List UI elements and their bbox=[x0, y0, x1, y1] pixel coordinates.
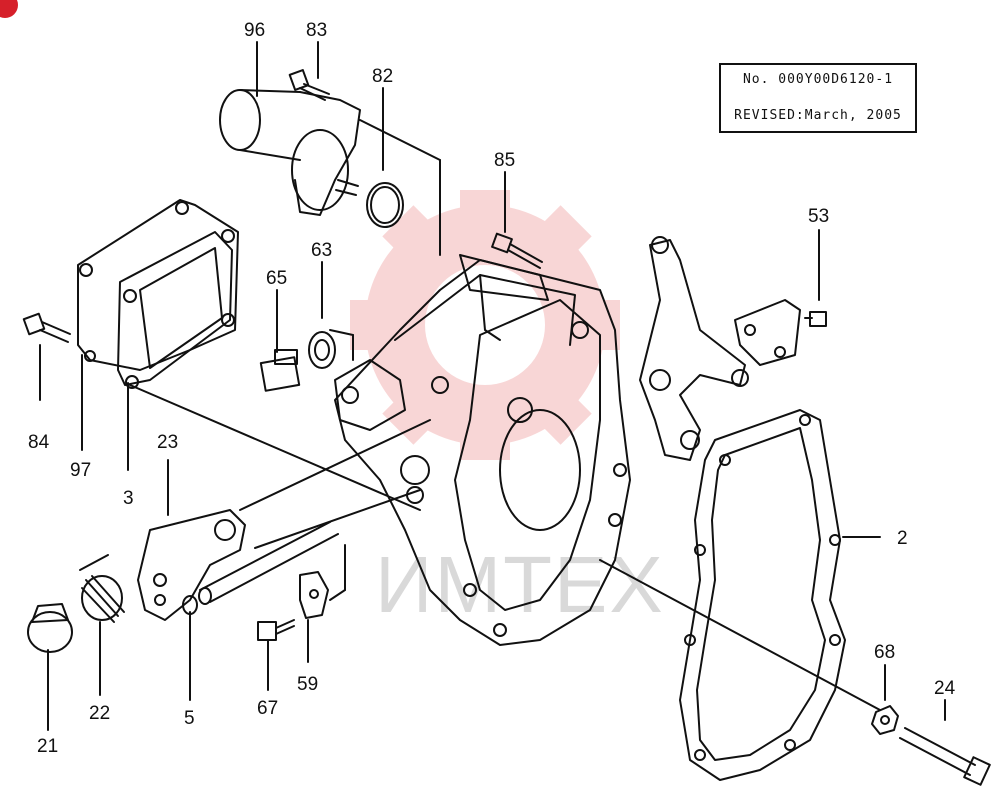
lever-assembly bbox=[639, 236, 801, 461]
gasket-2 bbox=[679, 409, 846, 781]
nut-68 bbox=[871, 705, 899, 735]
corner-badge bbox=[0, 0, 18, 18]
washer-63 bbox=[308, 331, 336, 369]
callout-24: 24 bbox=[934, 678, 956, 699]
callout-23: 23 bbox=[157, 432, 178, 453]
watermark-text: ИМТЕХ bbox=[375, 540, 665, 629]
bolt-85 bbox=[491, 232, 543, 269]
callout-82: 82 bbox=[372, 66, 393, 87]
callout-63: 63 bbox=[311, 240, 332, 261]
plug-65 bbox=[259, 349, 301, 392]
callout-22: 22 bbox=[89, 703, 110, 724]
callout-5: 5 bbox=[184, 708, 195, 729]
callout-67: 67 bbox=[257, 698, 278, 719]
callout-83: 83 bbox=[306, 20, 327, 41]
document-number: No. 000Y00D6120-1 bbox=[742, 72, 894, 87]
bolt-83 bbox=[288, 69, 330, 101]
gear-housing bbox=[334, 254, 631, 646]
callout-97: 97 bbox=[70, 460, 91, 481]
shaft bbox=[198, 521, 339, 605]
bolt-53 bbox=[804, 311, 827, 327]
governor-lever-23 bbox=[137, 509, 246, 621]
callout-59: 59 bbox=[297, 674, 318, 695]
callout-68: 68 bbox=[874, 642, 895, 663]
plate-59 bbox=[299, 571, 329, 619]
bolt-24 bbox=[899, 727, 991, 786]
document-info-box: No. 000Y00D6120-1 REVISED:March, 2005 bbox=[719, 63, 917, 133]
plug-21 bbox=[27, 603, 73, 653]
callout-53: 53 bbox=[808, 206, 829, 227]
o-ring-82 bbox=[366, 182, 404, 228]
solenoid-part bbox=[219, 89, 361, 216]
callout-96: 96 bbox=[244, 20, 265, 41]
callout-21: 21 bbox=[37, 736, 58, 757]
revision-date: REVISED:March, 2005 bbox=[734, 108, 902, 123]
bolt-84 bbox=[22, 312, 71, 343]
callout-labels: 96 83 82 85 53 65 63 84 97 3 23 2 68 24 … bbox=[28, 20, 956, 757]
callout-2: 2 bbox=[897, 528, 908, 549]
callout-65: 65 bbox=[266, 268, 287, 289]
gasket-3 bbox=[117, 231, 233, 386]
spring-22 bbox=[79, 554, 125, 623]
o-ring-5 bbox=[182, 595, 198, 615]
gasket-97 bbox=[77, 199, 239, 371]
callout-84: 84 bbox=[28, 432, 50, 453]
bolt-67 bbox=[257, 619, 295, 641]
callout-85: 85 bbox=[494, 150, 515, 171]
callout-3: 3 bbox=[123, 488, 134, 509]
